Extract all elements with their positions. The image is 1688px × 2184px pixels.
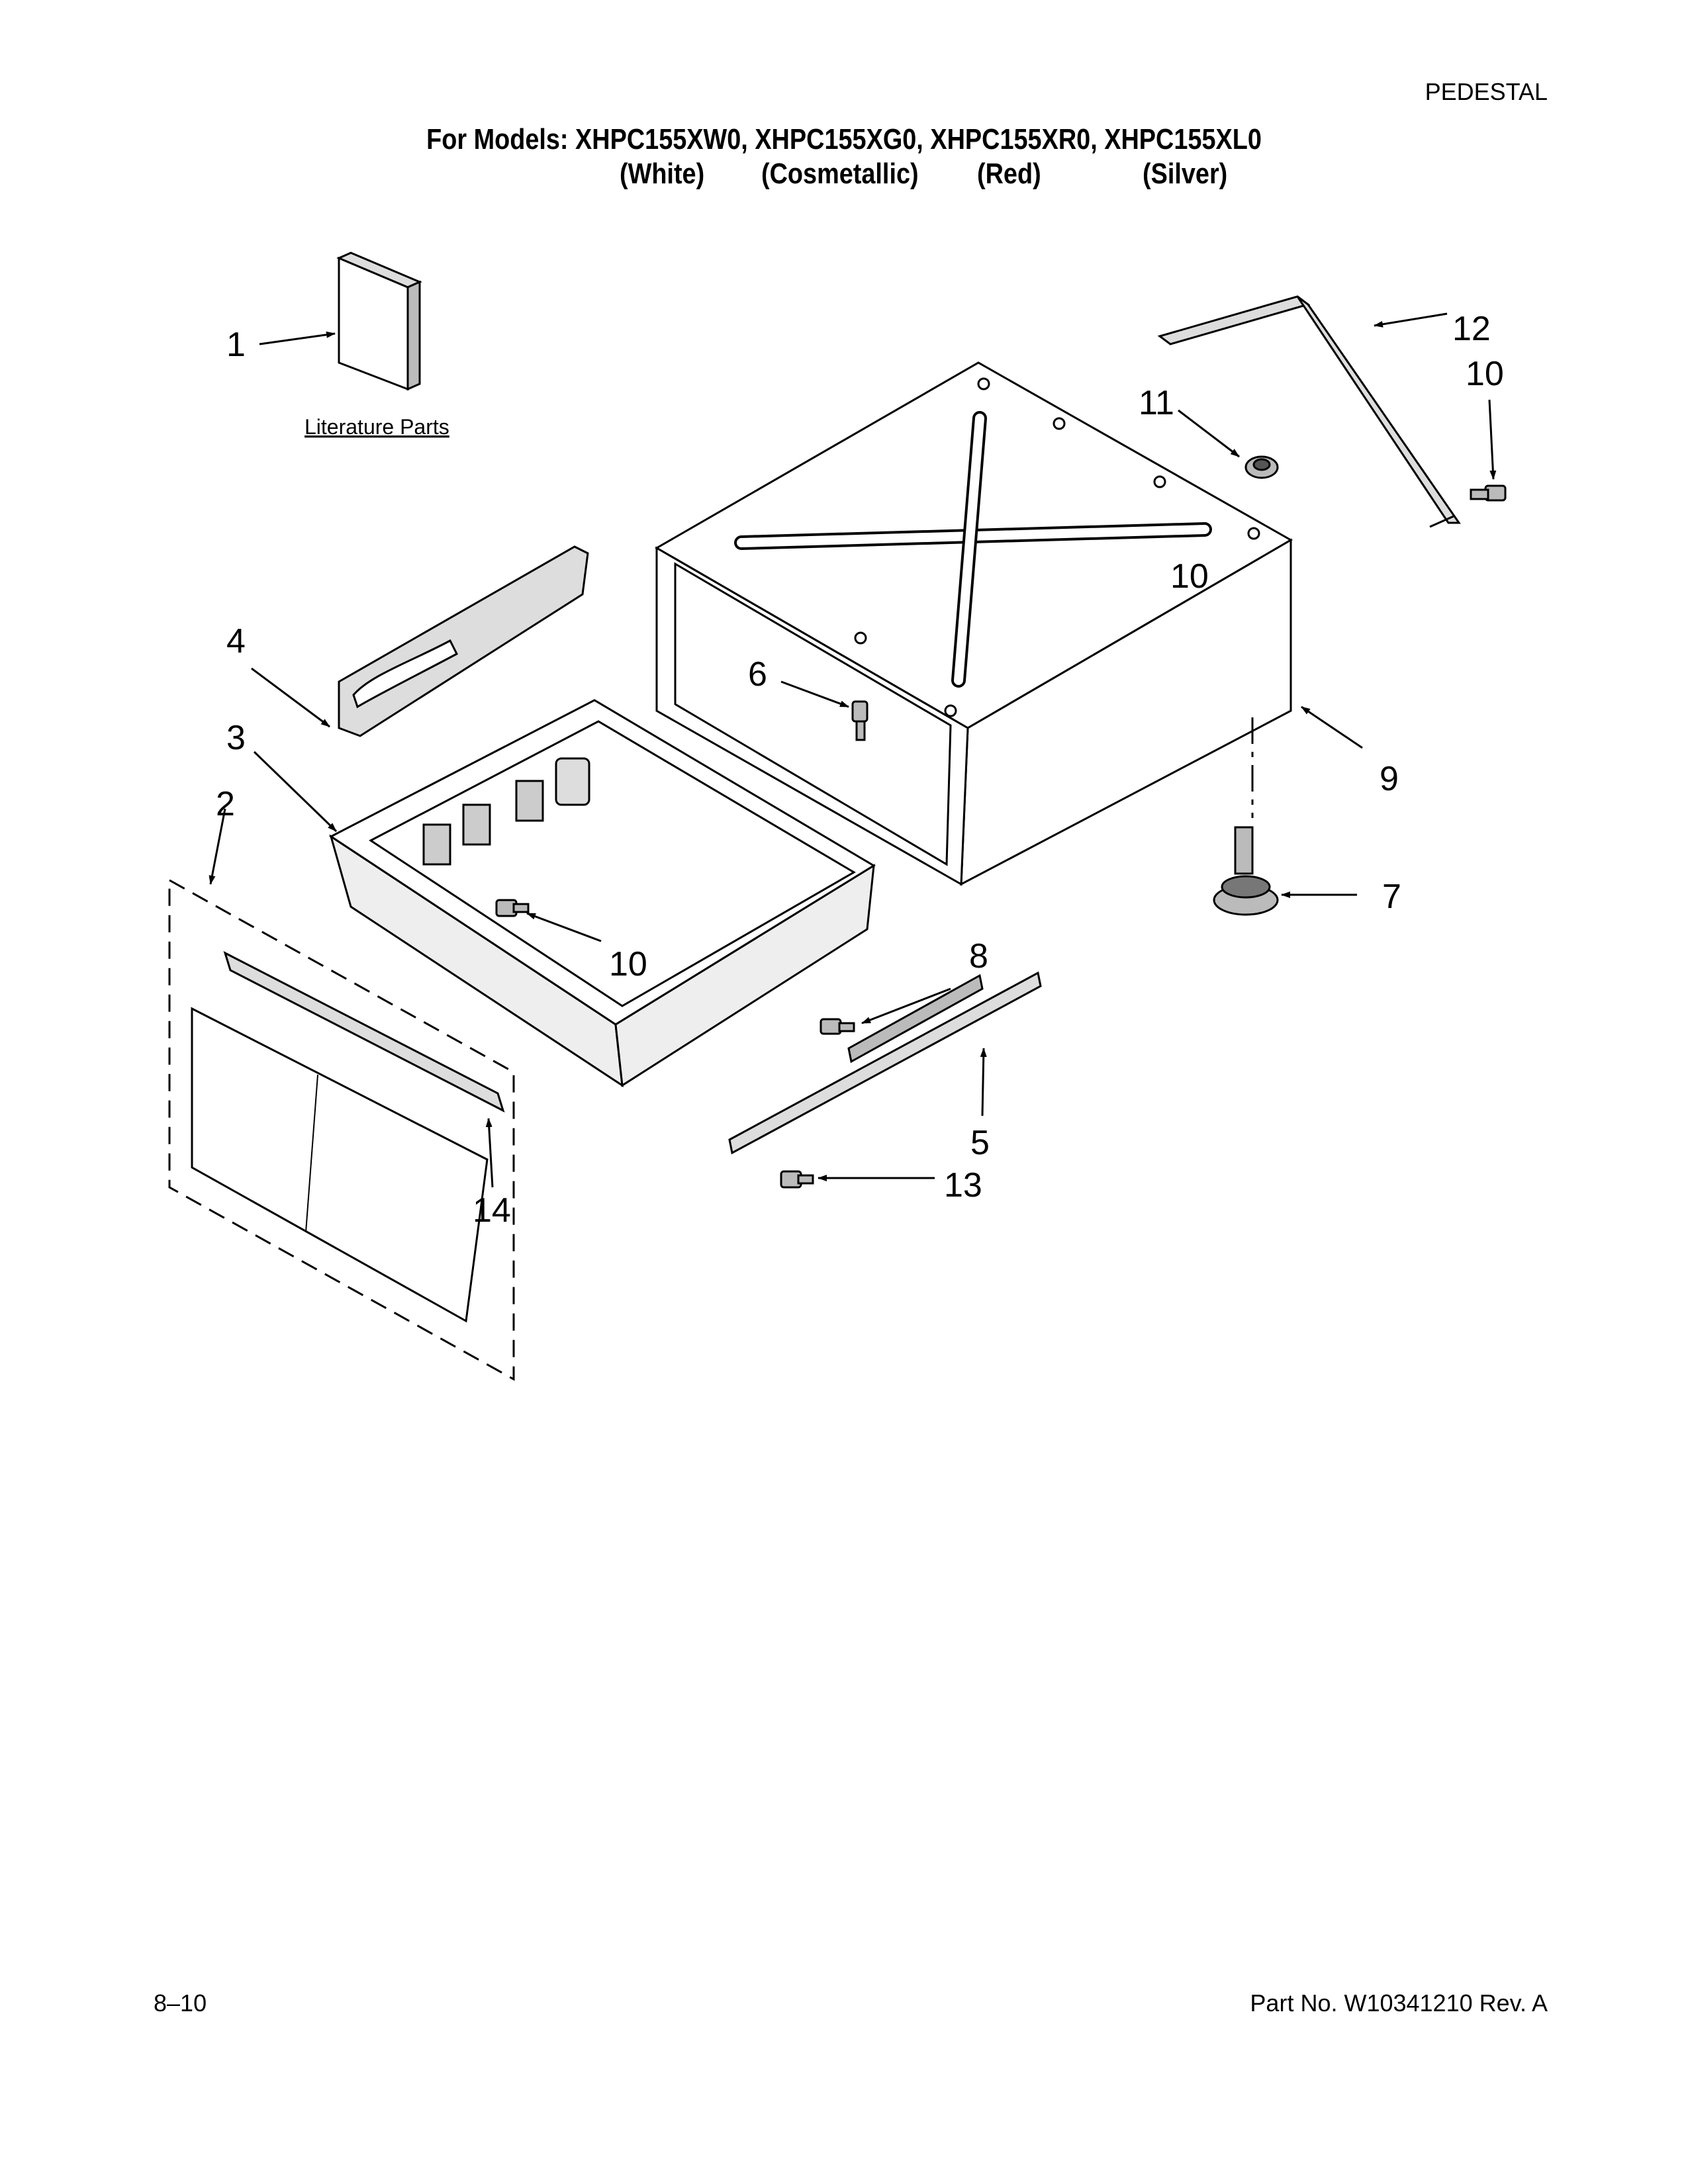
screw-10-drawer <box>495 899 530 917</box>
literature-booklet <box>336 251 422 391</box>
models-title: For Models: XHPC155XW0, XHPC155XG0, XHPC… <box>426 123 1262 156</box>
drawer-tub <box>329 699 876 1088</box>
callout-2: 2 <box>216 785 235 823</box>
foot-pad <box>1244 455 1279 479</box>
callout-13: 13 <box>944 1166 982 1205</box>
screw-13 <box>780 1170 814 1189</box>
color-silver: (Silver) <box>1143 158 1228 190</box>
callout-9: 9 <box>1380 760 1399 798</box>
callout-8: 8 <box>969 937 988 976</box>
callout-5: 5 <box>970 1124 990 1162</box>
model-colors: (White) (Cosmetallic) (Red) (Silver) <box>0 158 1688 197</box>
page-number: 8–10 <box>154 1989 207 2017</box>
screw-6 <box>851 700 868 741</box>
part-number: Part No. W10341210 Rev. A <box>1250 1989 1548 2017</box>
callout-6: 6 <box>748 655 767 694</box>
callout-1: 1 <box>226 326 246 364</box>
callout-4: 4 <box>226 622 246 660</box>
leader-lines <box>209 312 1497 1188</box>
literature-parts-label: Literature Parts <box>305 415 449 439</box>
leveling-leg-7 <box>1213 717 1279 916</box>
color-cosmetallic: (Cosmetallic) <box>761 158 919 190</box>
callout-10-drawer: 10 <box>609 945 647 983</box>
callout-3: 3 <box>226 719 246 757</box>
slide-rail <box>728 971 1042 1155</box>
bracket <box>1157 295 1461 528</box>
callout-7: 7 <box>1382 878 1401 916</box>
callout-12: 12 <box>1452 310 1491 348</box>
screw-10-right <box>1470 484 1507 502</box>
callout-14: 14 <box>473 1191 511 1230</box>
color-white: (White) <box>620 158 705 190</box>
pedestal-cabinet <box>655 361 1293 886</box>
callout-10-slot: 10 <box>1170 557 1209 596</box>
section-label: PEDESTAL <box>1425 78 1548 105</box>
screw-8 <box>820 1018 855 1035</box>
callout-11: 11 <box>1139 384 1174 422</box>
drawer-panel-insert <box>338 545 589 737</box>
color-red: (Red) <box>977 158 1041 190</box>
callout-10-top: 10 <box>1466 355 1504 393</box>
drawer-front-assembly <box>168 878 515 1381</box>
